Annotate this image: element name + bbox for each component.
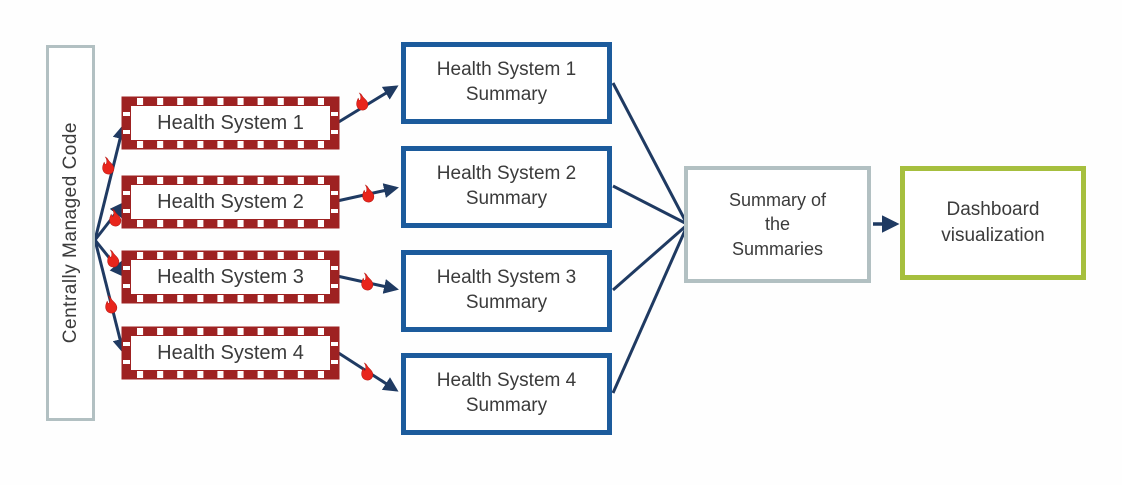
health-system-1-summary-box: Health System 1 Summary <box>401 42 612 124</box>
flame-icon <box>358 361 375 382</box>
centrally-managed-code-label: Centrally Managed Code <box>59 122 81 344</box>
summary-3-line1: Health System 3 <box>436 267 577 289</box>
health-system-2-summary-box: Health System 2 Summary <box>401 146 612 228</box>
flame-icon <box>104 248 121 269</box>
flame-icon <box>359 183 376 204</box>
health-system-3-label: Health System 3 <box>157 265 304 288</box>
health-system-1-label: Health System 1 <box>157 111 304 134</box>
fanout-arrows <box>93 124 128 354</box>
summary-2-line1: Health System 2 <box>436 163 577 185</box>
summary-4-line1: Health System 4 <box>436 370 577 392</box>
health-system-3-box: Health System 3 <box>123 252 338 302</box>
aggregate-line1: Summary of <box>728 190 827 211</box>
aggregate-line2: the <box>764 214 791 235</box>
health-system-2-box: Health System 2 <box>123 177 338 227</box>
summary-4-line2: Summary <box>465 395 548 416</box>
aggregate-line3: Summaries <box>731 238 824 259</box>
health-system-4-label: Health System 4 <box>157 341 304 364</box>
health-system-4-summary-box: Health System 4 Summary <box>401 353 612 435</box>
flame-icon <box>102 294 119 315</box>
flame-icon <box>106 207 123 228</box>
summary-3-line2: Summary <box>465 292 548 313</box>
summary-fanin-lines <box>611 82 689 394</box>
dashboard-line1: Dashboard <box>946 199 1040 221</box>
health-system-2-label: Health System 2 <box>157 190 304 213</box>
summary-1-line1: Health System 1 <box>436 59 577 81</box>
health-system-1-box: Health System 1 <box>123 98 338 148</box>
dashboard-line2: visualization <box>941 225 1045 246</box>
summary-of-summaries-box: Summary of the Summaries <box>684 166 871 283</box>
health-system-3-summary-box: Health System 3 Summary <box>401 250 612 332</box>
flame-icon <box>99 155 116 176</box>
summary-2-line2: Summary <box>465 188 548 209</box>
health-system-4-box: Health System 4 <box>123 328 338 378</box>
summary-1-line2: Summary <box>465 84 548 105</box>
dashboard-visualization-box: Dashboard visualization <box>900 166 1086 280</box>
system-to-summary-arrows <box>336 85 399 392</box>
centrally-managed-code-box: Centrally Managed Code <box>46 45 95 421</box>
flame-icon <box>353 91 370 112</box>
